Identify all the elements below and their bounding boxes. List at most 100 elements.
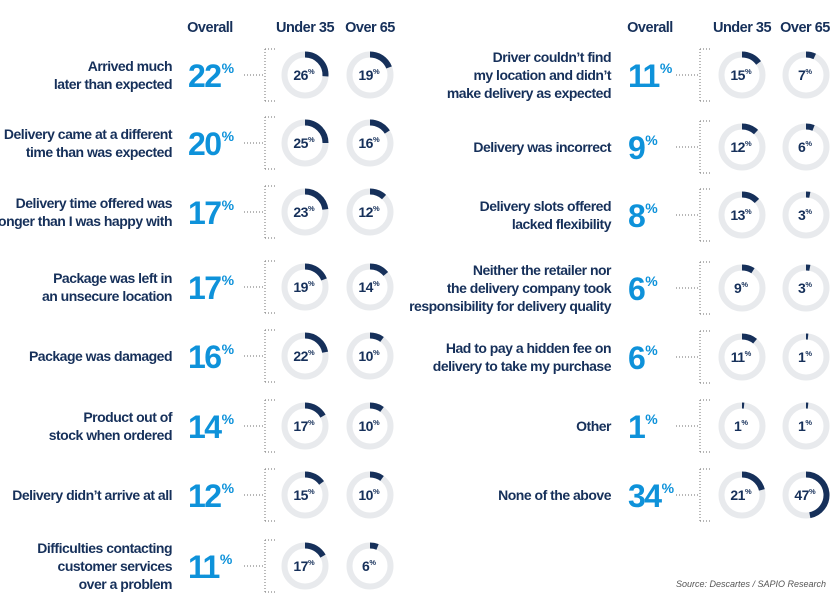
row-label: Neither the retailer nor [473, 262, 612, 278]
header-under35-left: Under 35 [276, 20, 334, 36]
row-label: Other [576, 418, 612, 434]
chart-row: Neither the retailer nor the delivery com… [409, 261, 830, 315]
overall-value: 34% [628, 478, 675, 514]
donut-value: 7% [798, 67, 812, 83]
donut-arc [369, 188, 387, 200]
donut-arc [741, 123, 759, 135]
row-label: None of the above [498, 487, 612, 503]
donut-under35: 19% [281, 263, 329, 311]
row-label: the delivery company took [447, 280, 612, 296]
dotted-connector [244, 260, 275, 314]
overall-value: 20% [188, 126, 235, 162]
row-label: longer than I was happy with [0, 213, 172, 229]
donut-arc [369, 542, 379, 550]
donut-value: 16% [358, 135, 380, 151]
chart-row: None of the above 34% 21% 47% [498, 468, 830, 522]
row-label: an unsecure location [42, 288, 172, 304]
overall-value: 11% [628, 58, 673, 94]
dotted-connector [676, 468, 710, 522]
overall-value: 8% [628, 198, 658, 234]
row-label: Delivery came at a different [4, 126, 173, 142]
donut-value: 6% [798, 139, 812, 155]
row-label: stock when ordered [49, 427, 172, 443]
header-under35-right: Under 35 [713, 20, 771, 36]
donut-value: 6% [362, 558, 376, 574]
donut-value: 15% [730, 67, 752, 83]
donut-arc [369, 332, 384, 342]
donut-value: 21% [730, 487, 752, 503]
donut-under35: 26% [281, 51, 329, 99]
row-label: Package was damaged [29, 348, 172, 364]
row-label: later than expected [54, 76, 172, 92]
dotted-connector [244, 539, 275, 593]
overall-value: 17% [188, 195, 235, 231]
row-label: Delivery was incorrect [473, 139, 611, 155]
donut-value: 3% [798, 207, 812, 223]
donut-arc [741, 333, 757, 344]
donut-value: 10% [358, 348, 380, 364]
donut-arc [369, 263, 389, 277]
chart-rows: Arrived much later than expected 22% 26% 19%… [0, 48, 830, 593]
donut-arc [304, 51, 329, 77]
donut-under35: 23% [281, 188, 329, 236]
dotted-connector [676, 261, 710, 315]
donut-arc [805, 471, 830, 519]
donut-arc [304, 119, 329, 144]
donut-over65: 16% [346, 119, 394, 167]
row-label: Arrived much [88, 58, 172, 74]
donut-arc [304, 542, 326, 558]
donut-over65: 3% [782, 264, 830, 312]
donut-value: 22% [293, 348, 315, 364]
header-over65-left: Over 65 [345, 20, 395, 36]
donut-over65: 10% [346, 471, 394, 519]
donut-arc [741, 264, 755, 274]
donut-over65: 1% [782, 333, 830, 381]
donut-over65: 7% [782, 51, 830, 99]
donut-value: 10% [358, 487, 380, 503]
dotted-connector [244, 329, 275, 383]
donut-arc [369, 119, 390, 134]
dotted-connector [244, 468, 275, 522]
header-over65-right: Over 65 [780, 20, 830, 36]
donut-value: 26% [293, 67, 315, 83]
dotted-connector [676, 120, 710, 174]
donut-value: 11% [731, 349, 752, 365]
donut-under35: 15% [281, 471, 329, 519]
donut-under35: 17% [281, 402, 329, 450]
row-label: delivery to take my purchase [433, 358, 612, 374]
row-label: customer services [58, 558, 173, 574]
donut-value: 14% [358, 279, 380, 295]
row-label: make delivery as expected [447, 85, 611, 101]
donut-under35: 12% [718, 123, 766, 171]
donut-value: 19% [293, 279, 315, 295]
donut-arc [805, 51, 817, 60]
donut-arc [304, 332, 329, 353]
donut-over65: 14% [346, 263, 394, 311]
donut-value: 25% [293, 135, 315, 151]
overall-value: 22% [188, 58, 235, 94]
donut-value: 12% [358, 204, 380, 220]
overall-value: 6% [628, 271, 658, 307]
donut-over65: 47% [782, 471, 830, 519]
dotted-connector [244, 48, 275, 102]
donut-value: 12% [730, 139, 752, 155]
donut-under35: 22% [281, 332, 329, 380]
donut-arc [369, 51, 392, 69]
donut-value: 23% [293, 204, 315, 220]
donut-value: 47% [794, 487, 816, 503]
row-label: Delivery slots offered [480, 198, 611, 214]
dotted-connector [244, 116, 275, 170]
donut-over65: 19% [346, 51, 394, 99]
donut-arc [805, 123, 815, 131]
overall-value: 12% [188, 478, 235, 514]
donut-under35: 1% [718, 402, 766, 450]
row-label: over a problem [79, 576, 172, 592]
donut-value: 17% [293, 558, 315, 574]
